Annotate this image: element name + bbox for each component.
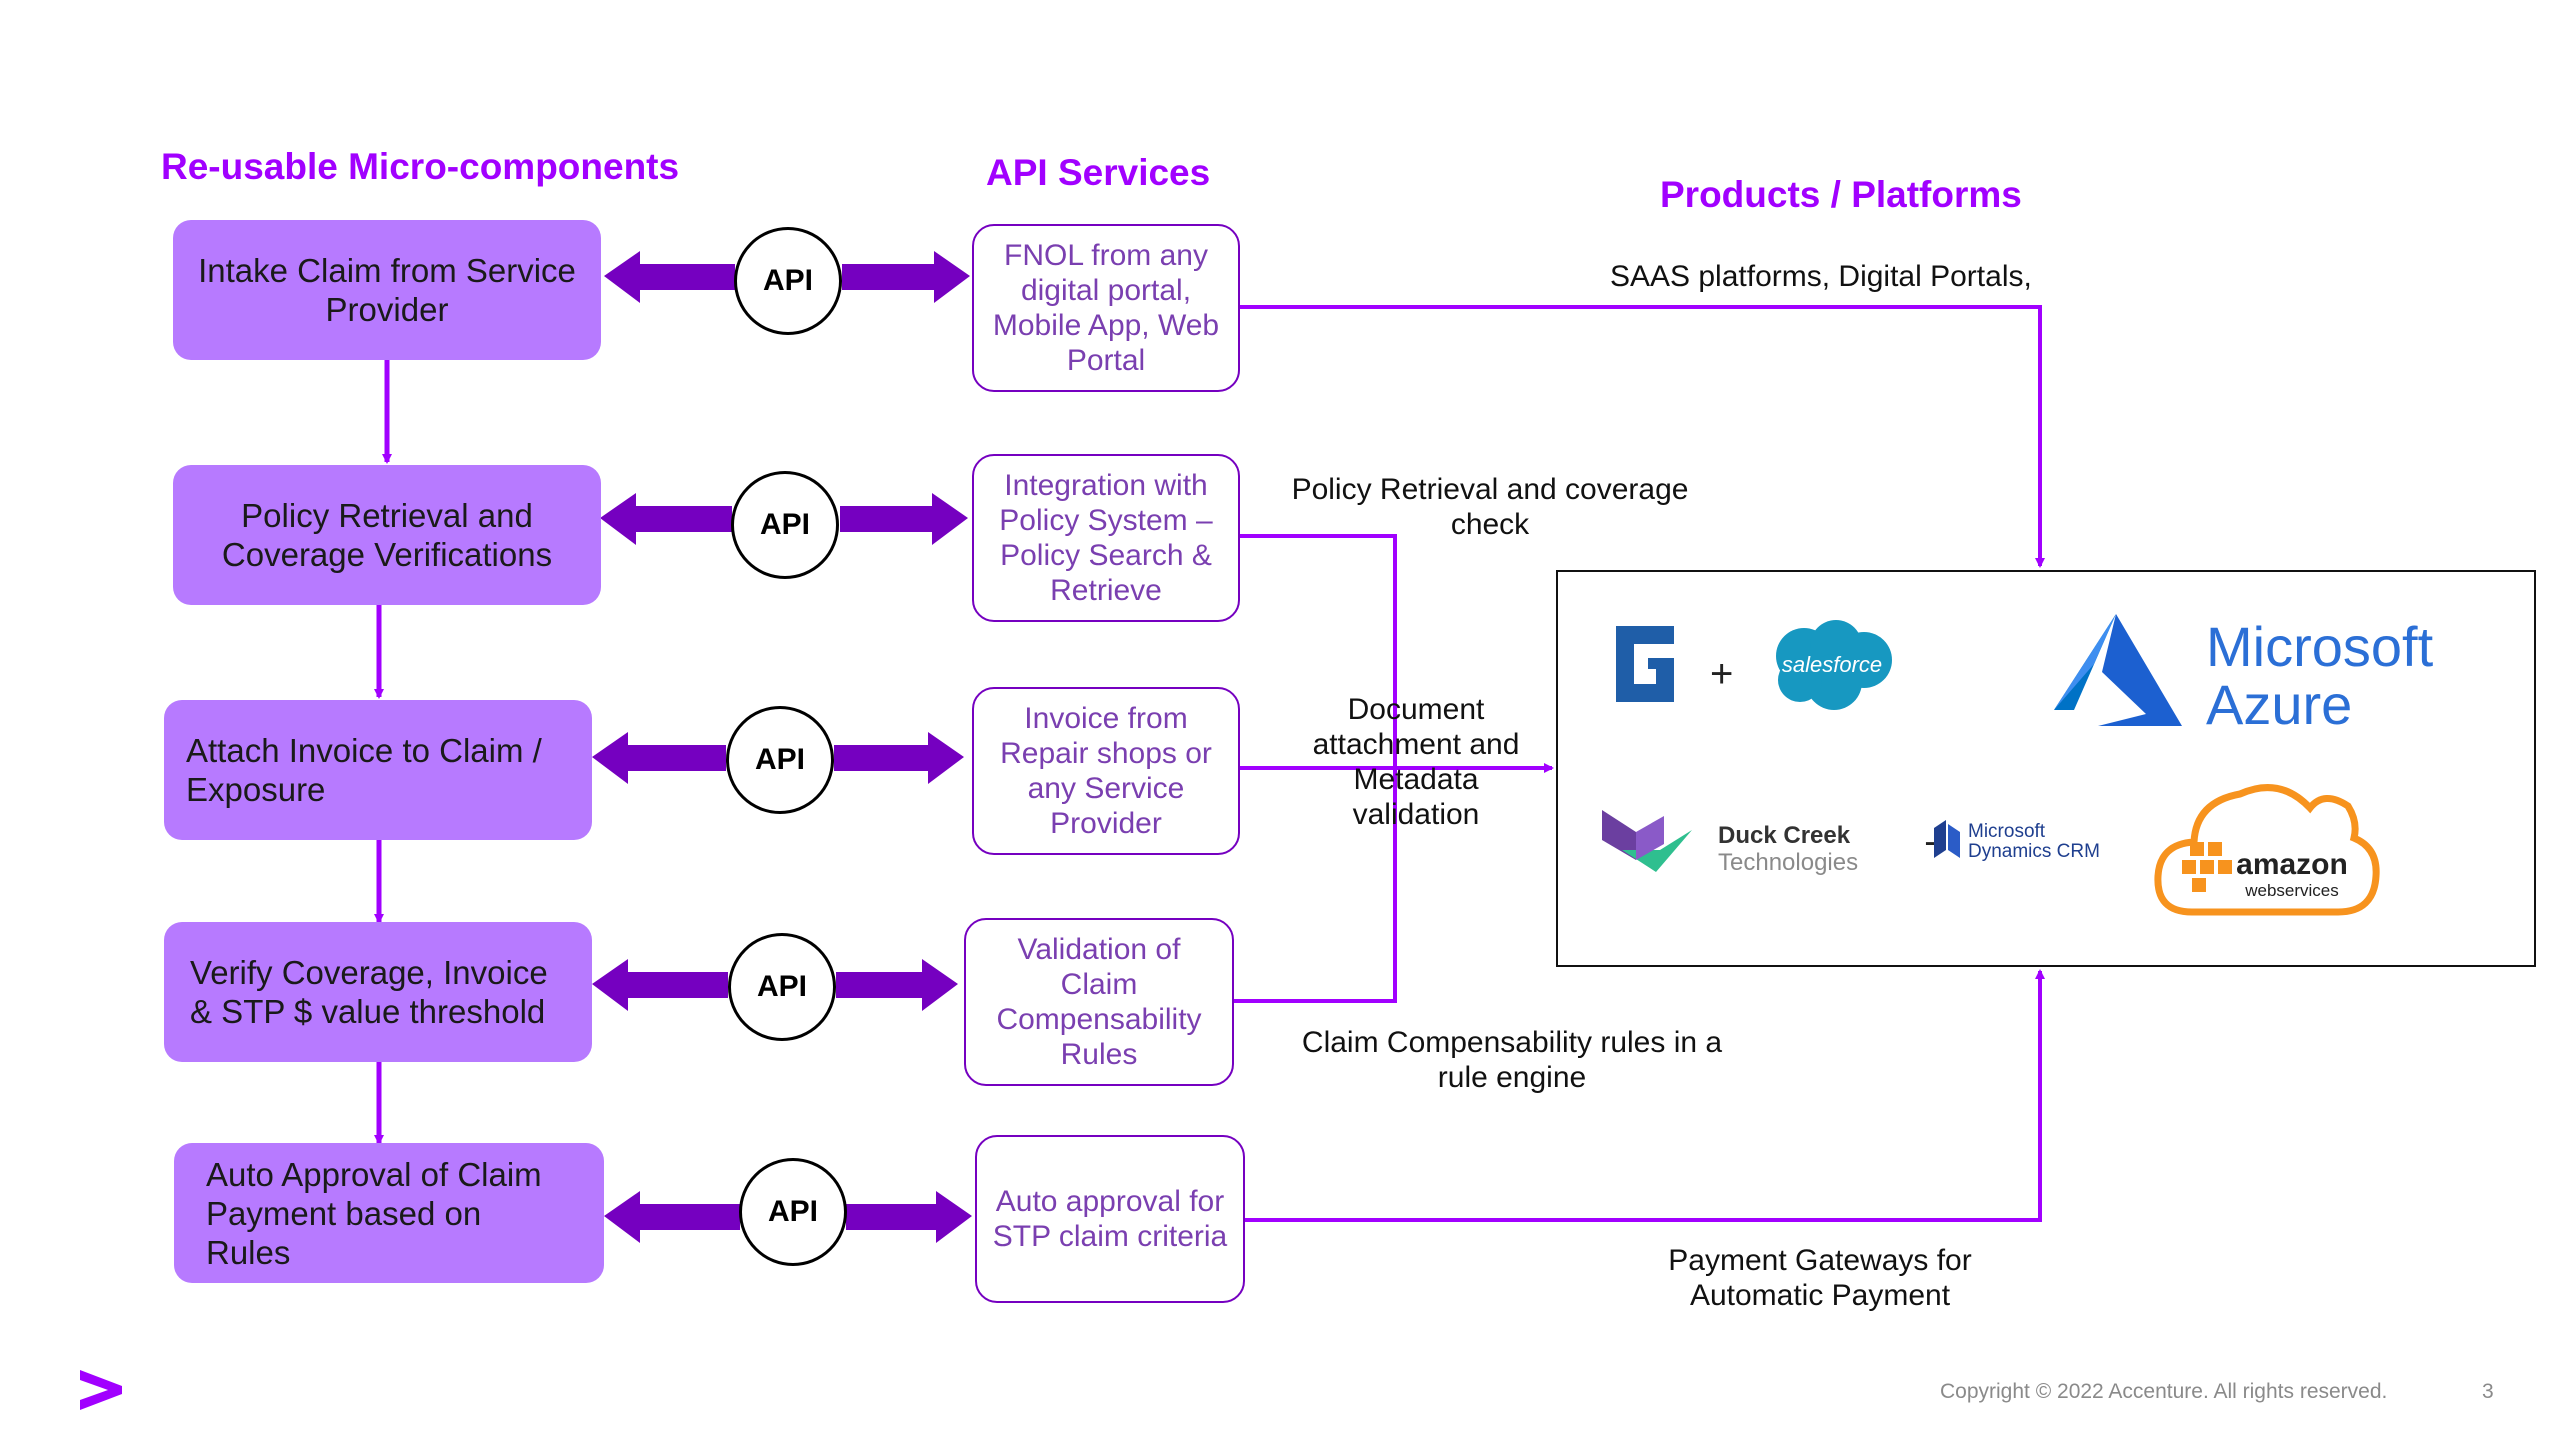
api-arrow-3 (592, 732, 726, 784)
dynamics-line1: Microsoft (1968, 821, 2046, 842)
api-badge-3: API (726, 706, 834, 814)
api-badge-2: API (731, 471, 839, 579)
accenture-logo (80, 1370, 122, 1410)
dynamics-icon (1934, 820, 1960, 858)
copyright-text: Copyright © 2022 Accenture. All rights r… (1940, 1380, 2388, 1403)
api-badge-1: API (734, 227, 842, 335)
note-document: Document attachment and Metadata validat… (1312, 693, 1520, 831)
api-arrow-4 (592, 959, 728, 1011)
component-policy-retrieval[interactable]: Policy Retrieval and Coverage Verificati… (173, 465, 601, 605)
api-arrow-1 (604, 251, 735, 303)
note-policy: Policy Retrieval and coverage check (1291, 473, 1689, 541)
service-label: Validation of Claim Compensability Rules (996, 933, 1202, 1071)
service-label: Integration with Policy System – Policy … (999, 469, 1213, 607)
duckcreek-line1: Duck Creek (1718, 822, 1851, 849)
component-verify-coverage[interactable]: Verify Coverage, Invoice & STP $ value t… (164, 922, 592, 1062)
salesforce-logo: salesforce (1776, 620, 1892, 710)
plus-sign: + (1710, 652, 1734, 696)
service-label: FNOL from any digital portal, Mobile App… (992, 239, 1220, 377)
service-fnol[interactable]: FNOL from any digital portal, Mobile App… (972, 224, 1240, 392)
api-arrow-1b (842, 251, 970, 303)
duckcreek-wordmark: Duck Creek Technologies (1718, 822, 1858, 876)
components-heading: Re-usable Micro-components (161, 146, 680, 187)
api-services-heading: API Services (986, 152, 1211, 193)
salesforce-wordmark: salesforce (1782, 652, 1882, 677)
dynamics-wordmark: Microsoft Dynamics CRM (1968, 822, 2100, 862)
component-label: Policy Retrieval and Coverage Verificati… (221, 497, 553, 573)
azure-wordmark: Microsoft Azure (2206, 618, 2433, 734)
service-auto-approval[interactable]: Auto approval for STP claim criteria (975, 1135, 1245, 1303)
api-arrow-2 (600, 493, 732, 545)
page-number: 3 (2482, 1380, 2494, 1403)
aws-subwordmark: webservices (2244, 881, 2339, 900)
connector-fnol (1238, 305, 2045, 568)
component-label: Verify Coverage, Invoice & STP $ value t… (190, 954, 548, 1030)
duckcreek-line2: Technologies (1718, 849, 1859, 876)
note-rules: Claim Compensability rules in a rule eng… (1301, 1026, 1723, 1094)
dynamics-line2: Dynamics CRM (1968, 841, 2100, 862)
service-policy-integration[interactable]: Integration with Policy System – Policy … (972, 454, 1240, 622)
api-arrows (592, 251, 972, 1243)
component-label: Auto Approval of Claim Payment based on … (206, 1155, 542, 1271)
api-arrow-5b (846, 1191, 972, 1243)
api-arrow-4b (836, 959, 958, 1011)
api-arrow-5 (604, 1191, 740, 1243)
azure-line1: Microsoft (2206, 615, 2434, 678)
guidewire-logo (1604, 614, 1686, 714)
aws-wordmark: amazon (2236, 848, 2348, 881)
products-heading: Products / Platforms (1660, 174, 2022, 215)
note-saas: SAAS platforms, Digital Portals, (1610, 260, 2032, 293)
note-payment: Payment Gateways for Automatic Payment (1668, 1244, 1972, 1312)
azure-line2: Azure (2206, 673, 2353, 736)
connector-payment (1244, 969, 2045, 1222)
platforms-panel: + salesforce Microsoft Azure (1556, 570, 2536, 967)
component-attach-invoice[interactable]: Attach Invoice to Claim / Exposure (164, 700, 592, 840)
duckcreek-icon (1602, 810, 1692, 872)
azure-icon (2054, 614, 2182, 726)
service-compensability[interactable]: Validation of Claim Compensability Rules (964, 918, 1234, 1086)
service-label: Auto approval for STP claim criteria (992, 1185, 1228, 1253)
api-badge-4: API (728, 933, 836, 1041)
aws-cloud-icon: amazon webservices (2154, 784, 2380, 916)
api-arrow-2b (840, 493, 968, 545)
service-invoice[interactable]: Invoice from Repair shops or any Service… (972, 687, 1240, 855)
component-auto-approval[interactable]: Auto Approval of Claim Payment based on … (174, 1143, 604, 1283)
api-arrow-3b (834, 732, 964, 784)
api-badge-5: API (739, 1158, 847, 1266)
component-label: Attach Invoice to Claim / Exposure (186, 732, 542, 808)
component-label: Intake Claim from Service Provider (198, 252, 576, 328)
service-label: Invoice from Repair shops or any Service… (1000, 702, 1212, 840)
component-intake-claim[interactable]: Intake Claim from Service Provider (173, 220, 601, 360)
